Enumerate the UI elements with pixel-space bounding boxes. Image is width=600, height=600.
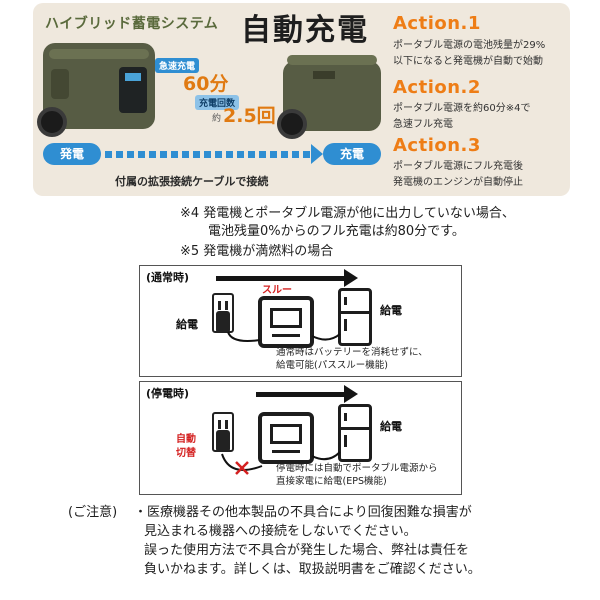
charge-count-tag: 充電回数	[195, 95, 240, 110]
refrigerator-icon	[338, 404, 372, 462]
plug-icon	[216, 311, 230, 333]
charge-count-prefix: 約	[212, 114, 222, 124]
action-3-title: Action.3	[393, 135, 481, 156]
action-3-line-1: ポータブル電源にフル充電後	[393, 161, 523, 172]
generator-wheel	[37, 107, 67, 137]
note-5: ※5 発電機が満燃料の場合	[180, 244, 334, 259]
supply-label-right: 給電	[380, 420, 402, 433]
cable-lines	[221, 451, 341, 475]
refrigerator-icon	[338, 288, 372, 346]
note-4-line-1: ※4 発電機とポータブル電源が他に出力していない場合、	[180, 206, 515, 221]
charge-label: 充電	[323, 143, 381, 165]
charge-count-value: 2.5回	[223, 105, 276, 127]
hero-banner: ハイブリッド蓄電システム 自動充電 急速充電 60分 充電回数 約 2.5回 発…	[33, 3, 570, 196]
caution-line-2: 見込まれる機器への接続をしないでください。	[144, 524, 417, 539]
flow-dashes	[105, 151, 317, 158]
hero-title: ハイブリッド蓄電システム	[45, 16, 219, 32]
diagram-normal-header: (通常時)	[146, 271, 190, 284]
plug-icon	[216, 430, 230, 452]
caution-label: (ご注意)	[68, 505, 118, 520]
outage-caption-1: 停電時には自動でポータブル電源から	[276, 463, 438, 474]
outage-caption-2: 直接家電に給電(EPS機能)	[276, 476, 387, 487]
quick-charge-value: 60分	[183, 73, 229, 95]
caution-line-4: 負いかねます。詳しくは、取扱説明書をご確認ください。	[144, 562, 481, 577]
diagram-outage: (停電時) 自動 切替 給電 停電時には自動でポータブル電源から 直接家電に給電…	[139, 381, 462, 495]
caution-line-3: 誤った使用方法で不具合が発生した場合、弊社は責任を	[144, 543, 470, 558]
power-station-icon	[258, 296, 314, 348]
through-label: スルー	[262, 285, 292, 296]
hero-big-title: 自動充電	[241, 13, 369, 48]
action-1-line-2: 以下になると発電機が自動で始動	[393, 56, 543, 67]
auto-switch-label-2: 切替	[176, 448, 196, 459]
cable-caption: 付属の拡張接続ケーブルで接続	[115, 175, 269, 188]
action-2-line-2: 急速フル充電	[393, 119, 453, 130]
diagram-outage-header: (停電時)	[146, 387, 190, 400]
note-4-line-2: 電池残量0%からのフル充電は約80分です。	[208, 224, 465, 239]
flow-arrow-head	[311, 144, 323, 164]
caution-line-1: ・医療機器その他本製品の不具合により回復困難な損害が	[134, 505, 472, 520]
generate-label: 発電	[43, 143, 101, 165]
flow-arrow-head	[344, 269, 358, 287]
normal-caption-1: 通常時はバッテリーを消耗せずに、	[276, 347, 428, 358]
diagram-normal: (通常時) スルー 給電 給電 通常時はバッテリーを消耗せずに、 給電可能(パス…	[139, 265, 462, 377]
quick-charge-tag: 急速充電	[155, 58, 200, 73]
auto-switch-label-1: 自動	[176, 434, 196, 445]
flow-arrow-head	[344, 385, 358, 403]
flow-arrow-shaft	[216, 276, 346, 281]
action-2-title: Action.2	[393, 77, 481, 98]
flow-arrow-shaft	[256, 392, 346, 397]
action-1-title: Action.1	[393, 13, 481, 34]
supply-label-right: 給電	[380, 304, 402, 317]
cable-lines	[227, 331, 341, 342]
supply-label-left: 給電	[176, 318, 198, 331]
action-2-line-1: ポータブル電源を約60分※4で	[393, 103, 531, 114]
action-1-line-1: ポータブル電源の電池残量が29%	[393, 40, 546, 51]
power-station-icon	[258, 412, 314, 464]
action-3-line-2: 発電機のエンジンが自動停止	[393, 177, 523, 188]
normal-caption-2: 給電可能(パススルー機能)	[276, 360, 388, 371]
power-station-wheel	[277, 109, 307, 139]
